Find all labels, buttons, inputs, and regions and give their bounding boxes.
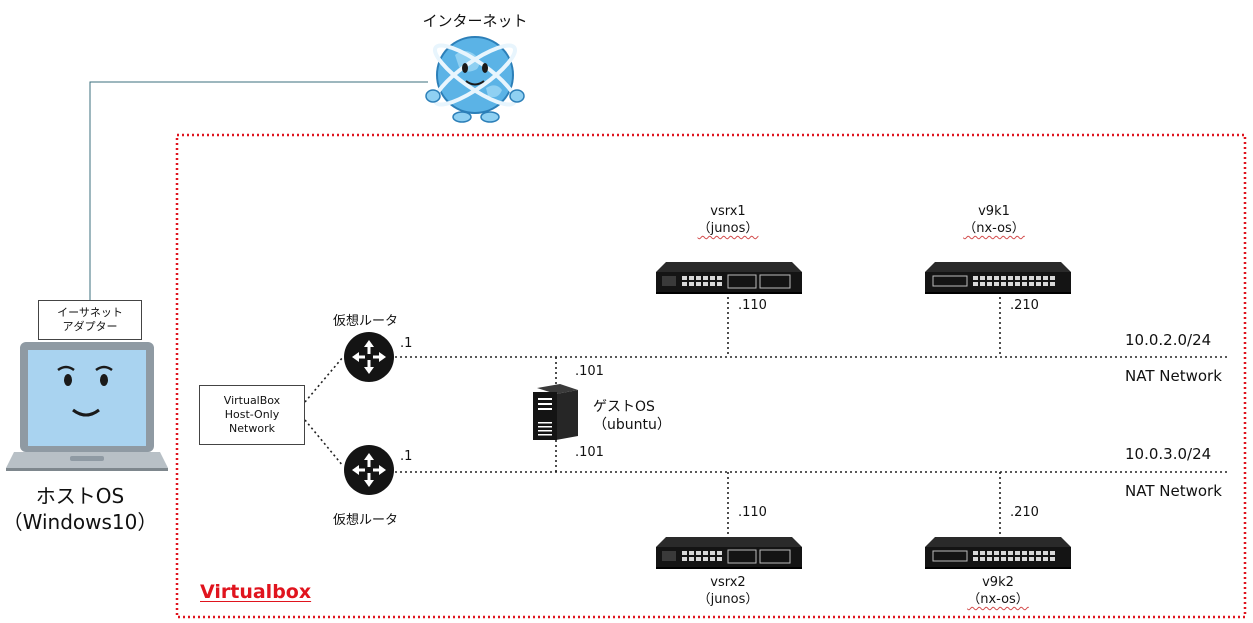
hostonly-line3: Network	[229, 422, 275, 435]
adapter-label-line2: アダプター	[62, 320, 118, 333]
net1-cidr: 10.0.2.0/24	[1125, 331, 1212, 349]
net2-cidr: 10.0.3.0/24	[1125, 445, 1212, 463]
router-1-label: 仮想ルータ	[333, 314, 399, 329]
v9k2-switch-icon	[925, 537, 1071, 569]
guest-os-label: ゲストOS （ubuntu）	[593, 398, 671, 434]
vsrx2-switch-icon	[656, 537, 802, 569]
router-1-icon	[344, 332, 394, 382]
guest-os-name: ゲストOS	[593, 399, 655, 415]
guest-server-icon	[533, 384, 578, 440]
host-os-label: ホストOS （Windows10）	[3, 483, 158, 535]
hostonly-to-router1-link	[304, 356, 344, 403]
router-2-ip: .1	[400, 449, 413, 464]
internet-label: インターネット	[422, 12, 528, 30]
v9k2-os: （nx-os）	[967, 592, 1029, 607]
hostonly-line2: Host-Only	[224, 408, 280, 421]
v9k2-ip: .210	[1010, 505, 1039, 520]
vsrx2-label: vsrx2 （junos）	[698, 574, 759, 608]
guest-ip-2: .101	[575, 445, 604, 460]
adapter-label-line1: イーサネット	[57, 306, 123, 319]
v9k2-name: v9k2	[982, 575, 1014, 590]
vsrx1-switch-icon	[656, 262, 802, 294]
v9k1-ip: .210	[1010, 298, 1039, 313]
host-os-name: ホストOS	[35, 484, 125, 508]
guest-os-type: （ubuntu）	[593, 417, 671, 433]
v9k2-label: v9k2 （nx-os）	[967, 574, 1029, 608]
vsrx1-name: vsrx1	[710, 204, 746, 219]
router-1-ip: .1	[400, 336, 413, 351]
virtualbox-title: Virtualbox	[200, 581, 312, 603]
net1-type: NAT Network	[1125, 367, 1222, 385]
host-internet-link	[89, 81, 428, 300]
vsrx2-name: vsrx2	[710, 575, 746, 590]
guest-ip-1: .101	[575, 364, 604, 379]
host-os-version: （Windows10）	[2, 510, 158, 534]
hostonly-line1: VirtualBox	[223, 394, 281, 407]
ethernet-adapter-box: イーサネット アダプター	[38, 300, 142, 340]
v9k1-name: v9k1	[978, 204, 1010, 219]
v9k1-label: v9k1 （nx-os）	[963, 203, 1025, 237]
hostonly-network-box: VirtualBox Host-Only Network	[199, 385, 305, 445]
net2-type: NAT Network	[1125, 482, 1222, 500]
host-laptop-icon	[6, 342, 168, 471]
network-links	[304, 292, 1228, 545]
router-2-icon	[344, 445, 394, 495]
router-2-label: 仮想ルータ	[333, 513, 399, 528]
vsrx2-os: （junos）	[697, 592, 759, 607]
vsrx1-label: vsrx1 （junos）	[698, 203, 759, 237]
vsrx1-os: （junos）	[697, 221, 759, 236]
v9k1-switch-icon	[925, 262, 1071, 294]
hostonly-to-router2-link	[304, 419, 344, 467]
v9k1-os: （nx-os）	[963, 221, 1025, 236]
vsrx1-ip: .110	[738, 298, 767, 313]
internet-globe-icon	[425, 36, 525, 123]
vsrx2-ip: .110	[738, 505, 767, 520]
